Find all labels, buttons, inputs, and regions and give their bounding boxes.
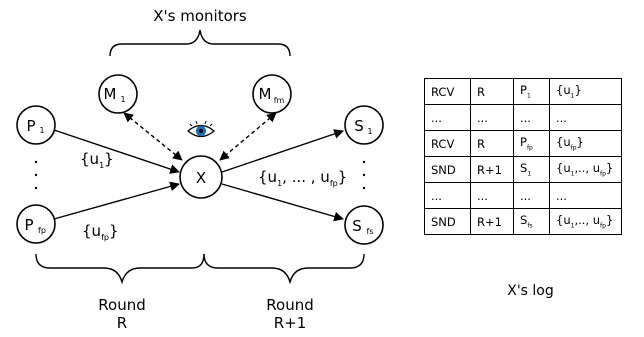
log-table: RCV R P1 {u1} ... ... ... ... RCV R Pfp … (424, 78, 622, 235)
node-receiver-first-label: S (354, 117, 364, 135)
round-left-label: Round (98, 296, 145, 314)
receiver-ellipsis (362, 160, 366, 190)
node-x-label: X (196, 169, 206, 187)
eye-icon (186, 120, 216, 138)
monitors-brace (109, 29, 291, 57)
node-receiver-last (344, 205, 384, 245)
log-caption: X's log (507, 283, 554, 299)
log-cell-peer: P1 (513, 78, 550, 105)
log-cell-action: ... (424, 104, 471, 131)
log-cell-messages: ... (549, 104, 622, 131)
log-cell-peer: S1 (513, 156, 550, 183)
edge-x-to-receiver-last (221, 183, 344, 222)
log-row: ... ... ... ... (424, 182, 622, 209)
log-cell-messages: {u1,.., ufp} (549, 208, 622, 235)
node-monitor-last-sub: fm (274, 96, 285, 105)
sender-ellipsis (34, 160, 38, 190)
node-receiver-last-label: S (352, 217, 362, 235)
node-sender-last (16, 204, 56, 244)
node-sender-first-label: P (26, 117, 35, 135)
node-sender-last-label: P (24, 216, 33, 234)
log-cell-action: SND (424, 208, 471, 235)
node-sender-first (16, 105, 56, 145)
log-cell-messages: {u1,.., ufp} (549, 156, 622, 183)
node-monitor-last-label: M (259, 85, 272, 103)
log-cell-round: ... (470, 182, 514, 209)
log-row: ... ... ... ... (424, 104, 622, 131)
node-receiver-first-sub: 1 (367, 127, 372, 136)
log-row: RCV R P1 {u1} (424, 78, 622, 105)
log-cell-messages: ... (549, 182, 622, 209)
edge-sender-first-to-x (53, 129, 180, 174)
log-row: SND R+1 Sfs {u1,.., ufp} (424, 208, 622, 235)
log-row: SND R+1 S1 {u1,.., ufp} (424, 156, 622, 183)
log-cell-peer: ... (513, 104, 550, 131)
log-cell-messages: {ufp} (549, 130, 622, 157)
round-right-brace (203, 253, 365, 285)
edge-label-in-first: {u1} (80, 150, 114, 170)
log-cell-action: RCV (424, 130, 471, 157)
monitors-label: X's monitors (153, 7, 247, 25)
log-cell-round: R+1 (470, 156, 514, 183)
log-cell-peer: ... (513, 182, 550, 209)
node-monitor-first-sub: 1 (120, 95, 125, 104)
log-cell-action: RCV (424, 78, 471, 105)
node-receiver-last-sub: fs (367, 227, 374, 236)
log-cell-action: SND (424, 156, 471, 183)
node-sender-last-sub: fp (38, 226, 46, 235)
node-monitor-last (252, 74, 292, 114)
log-cell-peer: Pfp (513, 130, 550, 157)
round-left-number: R (117, 314, 127, 332)
log-row: RCV R Pfp {ufp} (424, 130, 622, 157)
log-cell-round: R+1 (470, 208, 514, 235)
edge-monitor-last-x (219, 112, 277, 161)
edge-monitor-first-x (123, 112, 183, 161)
log-cell-round: R (470, 130, 514, 157)
round-left-brace (35, 253, 205, 285)
log-cell-action: ... (424, 182, 471, 209)
node-sender-first-sub: 1 (39, 126, 44, 135)
log-cell-peer: Sfs (513, 208, 550, 235)
round-right-label: Round (266, 296, 313, 314)
round-right-number: R+1 (274, 314, 307, 332)
log-cell-messages: {u1} (549, 78, 622, 105)
node-monitor-first-label: M (104, 85, 117, 103)
node-monitor-first (98, 74, 138, 114)
node-receiver-first (344, 105, 384, 145)
edge-x-to-receiver-first (221, 129, 344, 173)
edge-label-in-last: {ufp} (82, 222, 119, 242)
edge-sender-last-to-x (53, 181, 180, 220)
node-x (179, 155, 223, 199)
log-cell-round: R (470, 78, 514, 105)
edge-label-out-all: {u1, ... , ufp} (258, 168, 347, 188)
log-cell-round: ... (470, 104, 514, 131)
